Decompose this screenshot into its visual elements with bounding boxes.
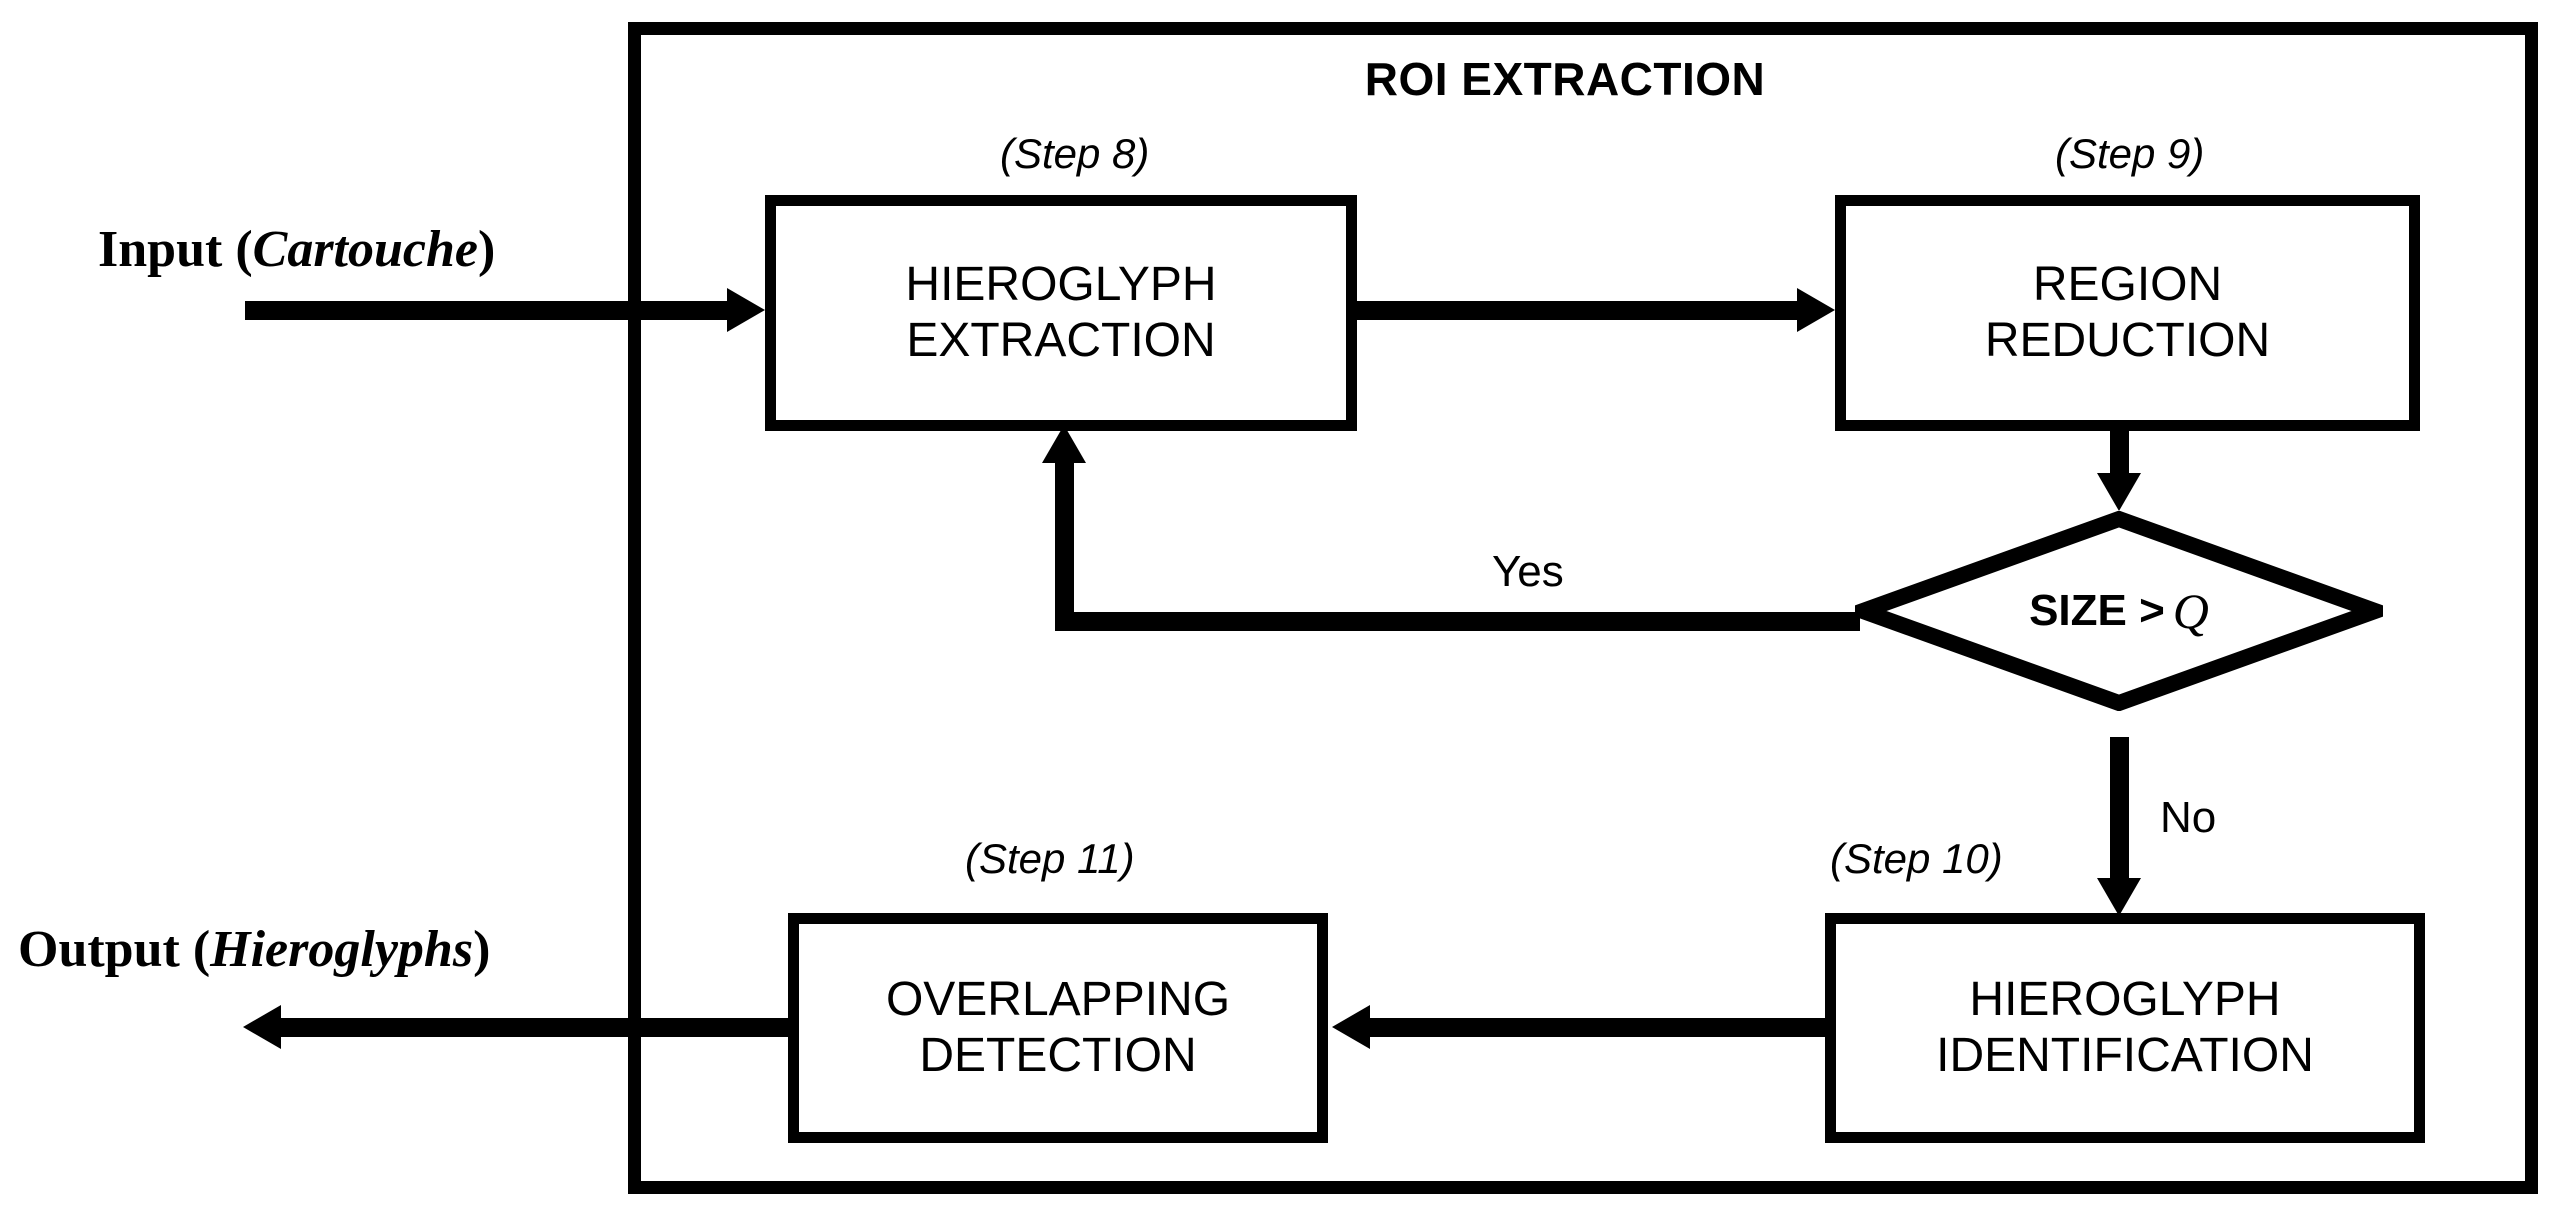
step-caption-11: (Step 11) xyxy=(965,835,1135,882)
node-overlapping-detection[interactable]: OVERLAPPING DETECTION xyxy=(788,913,1328,1143)
node-overlapping-detection-line1: OVERLAPPING xyxy=(885,973,1231,1027)
frame-title: ROI EXTRACTION xyxy=(1364,53,1766,105)
input-label-emphasis: Cartouche xyxy=(252,221,479,278)
connector-input-line xyxy=(245,301,740,320)
connector-step8-step9-arrowhead xyxy=(1797,288,1835,332)
connector-no-arrowhead xyxy=(2097,878,2141,916)
connector-step10-step11-arrowhead xyxy=(1332,1005,1370,1049)
node-size-decision[interactable]: SIZE > Q xyxy=(1855,511,2383,711)
connector-step8-step9-line xyxy=(1357,301,1797,320)
connector-yes-arrowhead xyxy=(1042,425,1086,463)
node-region-reduction[interactable]: REGION REDUCTION xyxy=(1835,195,2420,431)
connector-step10-step11-line xyxy=(1370,1018,1835,1037)
connector-input-arrowhead xyxy=(727,288,765,332)
connector-output-arrowhead xyxy=(243,1005,281,1049)
node-hieroglyph-extraction-line1: HIEROGLYPH xyxy=(905,258,1217,312)
connector-step9-decision-line xyxy=(2110,425,2129,480)
input-label-suffix: ) xyxy=(478,221,496,278)
connector-no-line xyxy=(2110,737,2129,885)
node-hieroglyph-identification-line2: IDENTIFICATION xyxy=(1936,1029,2314,1082)
output-label-emphasis: Hieroglyphs xyxy=(210,921,474,978)
output-label-suffix: ) xyxy=(473,921,491,978)
branch-label-no: No xyxy=(2160,793,2217,842)
output-label: Output (Hieroglyphs) xyxy=(18,920,490,979)
node-hieroglyph-extraction[interactable]: HIEROGLYPH EXTRACTION xyxy=(765,195,1357,431)
step-caption-9: (Step 9) xyxy=(2055,130,2205,177)
input-label: Input (Cartouche) xyxy=(98,220,495,279)
connector-yes-horizontal xyxy=(1055,612,1860,631)
node-region-reduction-line2: REDUCTION xyxy=(1984,314,2271,367)
branch-label-yes: Yes xyxy=(1492,547,1564,596)
step-caption-10: (Step 10) xyxy=(1830,835,2003,882)
node-hieroglyph-identification-line1: HIEROGLYPH xyxy=(1969,973,2281,1027)
connector-output-line xyxy=(280,1018,792,1037)
connector-step9-decision-arrowhead xyxy=(2097,473,2141,511)
output-label-prefix: Output ( xyxy=(18,921,211,978)
node-overlapping-detection-line2: DETECTION xyxy=(919,1029,1197,1082)
node-hieroglyph-identification[interactable]: HIEROGLYPH IDENTIFICATION xyxy=(1825,913,2425,1143)
decision-diamond-shape xyxy=(1855,511,2383,711)
step-caption-8: (Step 8) xyxy=(1000,130,1150,177)
node-hieroglyph-extraction-line2: EXTRACTION xyxy=(906,314,1216,367)
input-label-prefix: Input ( xyxy=(98,221,253,278)
connector-yes-vertical xyxy=(1055,460,1074,620)
node-region-reduction-line1: REGION xyxy=(2032,258,2223,312)
